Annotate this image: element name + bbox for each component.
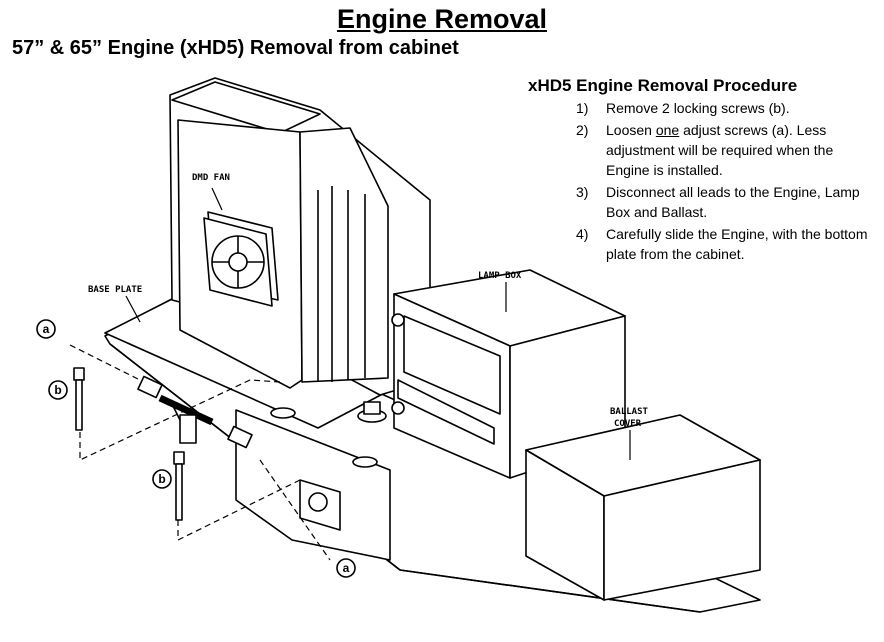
step-number: 2) [576, 122, 589, 138]
locking-screw-head [173, 451, 185, 465]
step-number: 3) [576, 184, 589, 200]
dashed-guide [69, 344, 141, 381]
adjust-tab [179, 414, 197, 444]
label-ballast: BALLAST [610, 407, 649, 417]
lamp-box-handle [397, 379, 495, 445]
locking-screw-head [73, 367, 85, 381]
lamp-box-latch [391, 313, 405, 327]
pointer-line [125, 295, 141, 323]
dashed-guide [177, 479, 301, 541]
locking-screw-shaft [75, 379, 83, 431]
step-number: 4) [576, 226, 589, 242]
callout-b-circle [152, 469, 172, 489]
callout-b-label: b [54, 383, 61, 397]
step-text: Disconnect all leads to the Engine, Lamp… [606, 184, 860, 220]
locking-screw-shaft [175, 463, 183, 521]
adjust-screw-head [137, 375, 163, 399]
callout-a-circle [336, 558, 356, 578]
page-title: Engine Removal [336, 4, 548, 34]
step-text-post: adjust screws (a). Less adjustment will … [606, 122, 834, 178]
procedure-heading: xHD5 Engine Removal Procedure [528, 76, 798, 95]
label-cover: COVER [614, 419, 642, 429]
procedure-step: 4) Carefully slide the Engine, with the … [560, 224, 880, 264]
pointer-line [211, 187, 223, 211]
callout-a-label: a [43, 322, 50, 336]
procedure-step: 1) Remove 2 locking screws (b). [560, 98, 880, 118]
label-dmd-fan: DMD FAN [192, 173, 230, 183]
callout-b-circle [48, 380, 68, 400]
ballast-cover-side [603, 459, 761, 601]
callout-a-circle [36, 319, 56, 339]
label-base-plate: BASE PLATE [88, 285, 142, 295]
step-text: Remove 2 locking screws (b). [606, 100, 790, 116]
step-text: Carefully slide the Engine, with the bot… [606, 226, 868, 262]
callout-a-label: a [343, 561, 350, 575]
dashed-guide [259, 459, 331, 561]
dmd-fan-hub [228, 252, 248, 272]
bracket-nut [308, 492, 328, 512]
page-subtitle: 57” & 65” Engine (xHD5) Removal from cab… [12, 37, 459, 59]
engine-top [171, 81, 321, 134]
lamp-box-latch [391, 401, 405, 415]
callout-b-label: b [158, 472, 165, 486]
dashed-guide [79, 379, 281, 461]
label-lamp-box: LAMP BOX [478, 271, 522, 281]
procedure-step: 2) Loosen one adjust screws (a). Less ad… [560, 120, 880, 180]
procedure-steps: 1) Remove 2 locking screws (b). 2) Loose… [560, 98, 880, 266]
slot-hole [352, 456, 378, 468]
procedure-step: 3) Disconnect all leads to the Engine, L… [560, 182, 880, 222]
step-text-underlined: one [655, 122, 680, 138]
locking-screw-head [363, 401, 381, 415]
step-text-pre: Loosen [606, 122, 656, 138]
lamp-box-window [403, 315, 501, 415]
step-number: 1) [576, 100, 589, 116]
slot-hole [270, 407, 296, 419]
engine-side-block [299, 127, 389, 383]
adjust-screw-head [227, 425, 253, 449]
